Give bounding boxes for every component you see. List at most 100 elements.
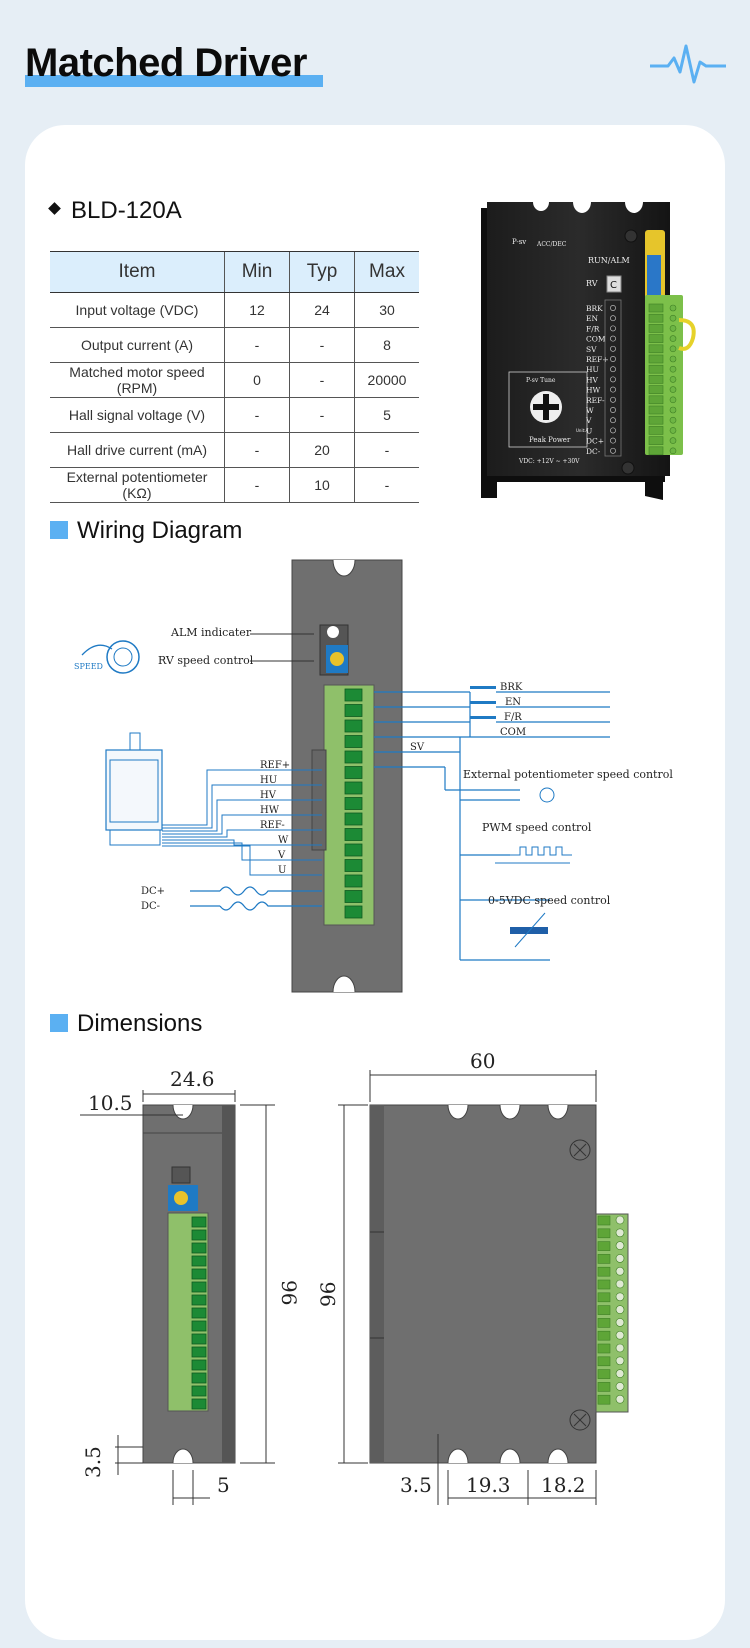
side-b2-dim: 19.3 <box>466 1473 511 1497</box>
product-terminal-label: U <box>586 426 592 435</box>
product-terminal-label: HV <box>586 375 599 384</box>
dimensions-section-title: Dimensions <box>77 1010 203 1037</box>
u-label: U <box>278 865 286 876</box>
front-bottom-dim: 3.5 <box>81 1446 105 1478</box>
com-label: COM <box>500 727 526 738</box>
hu-label: HU <box>260 775 277 786</box>
table-cell: Hall signal voltage (V) <box>50 397 225 433</box>
table-row: Hall signal voltage (V)--5 <box>50 397 419 433</box>
model-name: BLD-120A <box>71 197 182 224</box>
table-cell: - <box>224 432 290 468</box>
product-peak-power: Peak Power <box>529 436 571 444</box>
en-label: EN <box>505 697 521 708</box>
side-width-dim: 60 <box>470 1050 495 1073</box>
table-cell: - <box>224 467 290 503</box>
product-terminal-label: F/R <box>586 324 600 333</box>
product-rv-knob: C <box>610 280 617 291</box>
table-cell: 12 <box>224 292 290 328</box>
front-width-dim: 24.6 <box>170 1067 215 1091</box>
wiring-diagram: ALM indicater RV speed control SPEED <box>74 559 673 993</box>
product-terminal-label: EN <box>586 314 598 323</box>
dc-minus-label: DC- <box>141 901 160 912</box>
product-acc-label: ACC/DEC <box>536 241 567 248</box>
fr-label: F/R <box>504 712 522 723</box>
product-dial-unit: Unit:A <box>576 428 588 433</box>
table-cell: - <box>354 467 419 503</box>
product-terminal-label: DC+ <box>586 437 604 446</box>
product-terminal-label: DC- <box>586 447 601 456</box>
speed-label: SPEED <box>74 662 103 671</box>
side-b3-dim: 18.2 <box>541 1473 586 1497</box>
table-cell: - <box>289 327 355 363</box>
table-cell: - <box>289 397 355 433</box>
product-vdc-label: VDC: +12V ~ +30V <box>518 458 580 465</box>
page-title: Matched Driver <box>25 41 307 85</box>
table-cell: 8 <box>354 327 419 363</box>
alm-indicator-label: ALM indicater <box>170 626 252 639</box>
table-row: Output current (A)--8 <box>50 327 419 363</box>
square-bullet-icon <box>50 520 68 539</box>
table-cell: 24 <box>289 292 355 328</box>
bldc-motor-image <box>105 732 163 846</box>
spec-header-item: Item <box>50 251 225 293</box>
product-psv-label: P-sv <box>512 238 526 246</box>
table-row: Hall drive current (mA)-20- <box>50 432 419 468</box>
w-label: W <box>278 835 289 846</box>
table-cell: - <box>354 432 419 468</box>
front-slot-dim: 10.5 <box>88 1091 133 1115</box>
diamond-bullet-icon <box>48 202 61 216</box>
table-cell: External potentiometer (KΩ) <box>50 467 225 503</box>
table-cell: 30 <box>354 292 419 328</box>
table-cell: - <box>289 362 355 398</box>
vdc-control-label: 0-5VDC speed control <box>488 894 611 907</box>
v-label: V <box>277 850 286 861</box>
table-cell: Hall drive current (mA) <box>50 432 225 468</box>
model-heading: BLD-120A <box>48 197 182 225</box>
wiring-section-heading: Wiring Diagram <box>50 517 242 545</box>
table-cell: 5 <box>354 397 419 433</box>
page-header: Matched Driver <box>0 0 750 125</box>
spec-header-typ: Typ <box>289 251 355 293</box>
title-underline <box>25 75 323 87</box>
product-terminal-label: HU <box>586 365 599 374</box>
table-cell: Output current (A) <box>50 327 225 363</box>
brk-label: BRK <box>500 682 523 693</box>
front-height-dim: 96 <box>277 1280 301 1305</box>
table-cell: Matched motor speed (RPM) <box>50 362 225 398</box>
square-bullet-icon <box>50 1013 68 1032</box>
ext-pot-label: External potentiometer speed control <box>463 768 673 781</box>
rv-speed-label: RV speed control <box>158 654 254 667</box>
hw-label: HW <box>260 805 280 816</box>
ref-plus-label: REF+ <box>260 760 290 771</box>
speed-dial-icon: SPEED <box>74 640 140 674</box>
table-cell: 20 <box>289 432 355 468</box>
table-row: Matched motor speed (RPM)0-20000 <box>50 362 419 398</box>
product-terminal-label: V <box>585 416 592 425</box>
product-terminal-label: W <box>586 406 594 415</box>
front-bottom-offset-dim: 5 <box>217 1473 230 1497</box>
spec-header-min: Min <box>224 251 290 293</box>
sv-label: SV <box>410 742 425 753</box>
product-terminal-label: HW <box>586 386 601 395</box>
product-run-alm-label: RUN/ALM <box>588 256 630 265</box>
dimensions-section-heading: Dimensions <box>50 1010 202 1038</box>
product-dial-title: P-sv Tune <box>526 377 556 384</box>
table-cell: - <box>224 397 290 433</box>
spec-header-row: Item Min Typ Max <box>50 251 419 293</box>
hv-label: HV <box>260 790 277 801</box>
table-row: External potentiometer (KΩ)-10- <box>50 467 419 503</box>
product-terminal-label: SV <box>586 345 597 354</box>
product-terminal-label: COM <box>586 335 606 344</box>
table-cell: Input voltage (VDC) <box>50 292 225 328</box>
spec-header-max: Max <box>354 251 419 293</box>
table-cell: 20000 <box>354 362 419 398</box>
table-cell: 10 <box>289 467 355 503</box>
content-card: BLD-120A Item Min Typ Max Input voltage … <box>25 125 725 1640</box>
waveform-icon <box>650 44 726 84</box>
pwm-label: PWM speed control <box>482 821 592 834</box>
dc-plus-label: DC+ <box>141 886 165 897</box>
ref-minus-label: REF- <box>260 820 285 831</box>
